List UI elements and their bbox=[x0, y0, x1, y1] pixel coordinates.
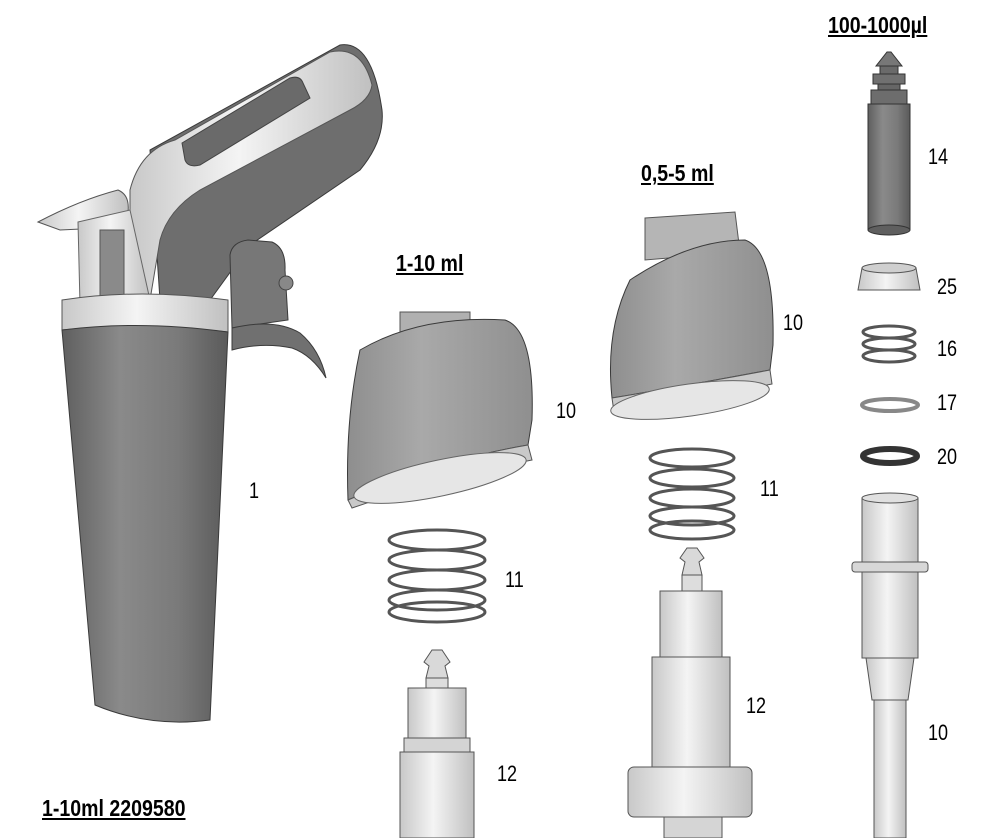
handle-top-cover bbox=[129, 50, 373, 301]
handle-display-window bbox=[181, 76, 311, 167]
callout-ring-c: 25 bbox=[937, 274, 958, 299]
callout-cylinder-c: 10 bbox=[928, 720, 949, 745]
heading-1-10ml: 1-10 ml bbox=[396, 250, 464, 276]
callout-piston-a: 12 bbox=[497, 761, 518, 786]
spring-c bbox=[861, 324, 917, 364]
callout-oring-c: 20 bbox=[937, 444, 958, 469]
washer-c bbox=[860, 397, 920, 413]
heading-100-1000ul: 100-1000µl bbox=[828, 12, 928, 38]
callout-piston-b: 12 bbox=[746, 693, 767, 718]
footer-model-label: 1-10ml 2209580 bbox=[42, 795, 186, 821]
callout-housing-a: 10 bbox=[556, 398, 577, 423]
callout-spring-c: 16 bbox=[937, 336, 958, 361]
piston-a bbox=[399, 649, 475, 838]
callout-housing-b: 10 bbox=[783, 310, 804, 335]
column-100-1000ul bbox=[851, 51, 929, 838]
housing-b bbox=[610, 211, 774, 420]
handle-lever bbox=[231, 323, 327, 379]
handle-column-slot bbox=[99, 229, 125, 301]
spring-a bbox=[387, 528, 487, 624]
handle-trigger-button bbox=[278, 275, 294, 291]
oring-c bbox=[860, 446, 920, 466]
handle-trigger-block bbox=[229, 239, 289, 329]
heading-05-5ml: 0,5-5 ml bbox=[641, 160, 714, 186]
callout-washer-c: 17 bbox=[937, 390, 958, 415]
piston-b bbox=[627, 547, 753, 838]
handle-grip bbox=[61, 324, 229, 723]
housing-a bbox=[347, 311, 533, 509]
ring-c bbox=[857, 262, 921, 291]
spring-b bbox=[648, 447, 736, 541]
column-05-5ml bbox=[610, 211, 774, 838]
cylinder-c bbox=[851, 492, 929, 838]
dispenser-handle bbox=[36, 44, 383, 723]
column-1-10ml bbox=[347, 311, 533, 838]
callout-spring-b: 11 bbox=[760, 476, 779, 501]
callout-piston-c: 14 bbox=[928, 144, 949, 169]
callout-handle: 1 bbox=[249, 478, 260, 503]
piston-c bbox=[867, 51, 911, 236]
callout-spring-a: 11 bbox=[505, 567, 524, 592]
